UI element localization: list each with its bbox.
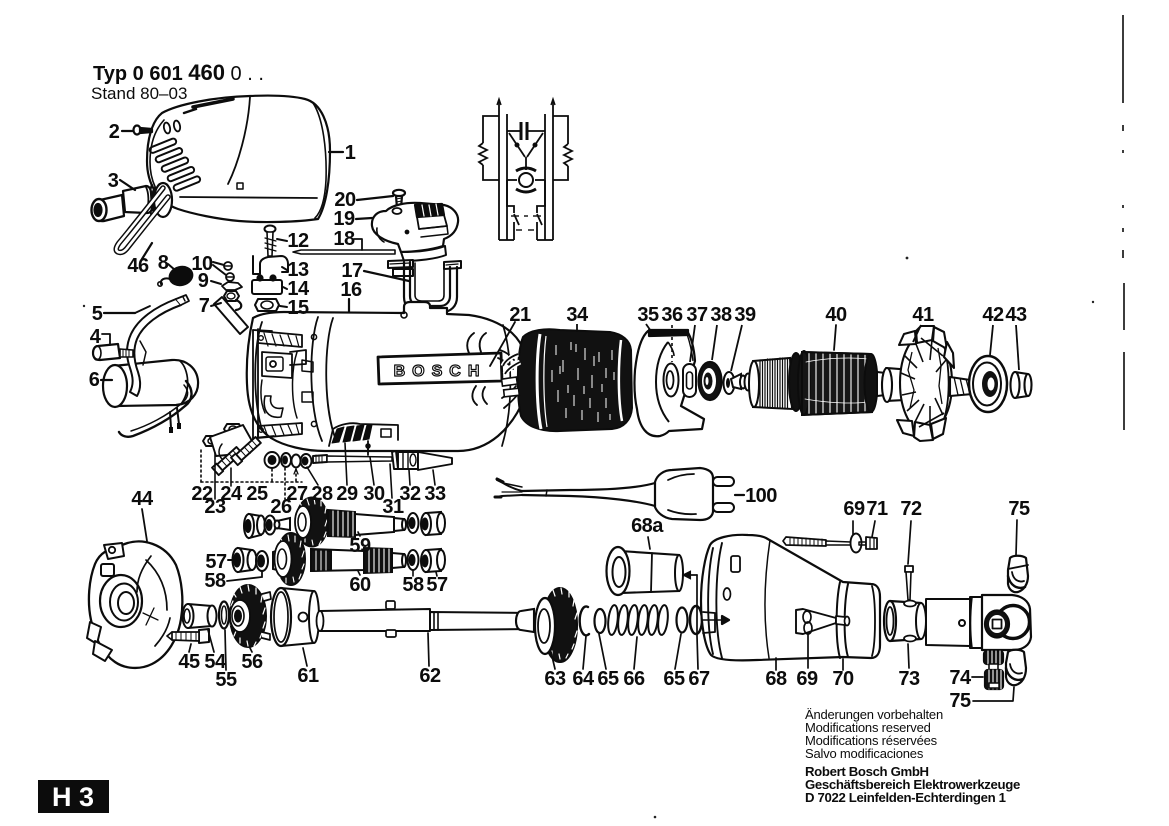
svg-text:20: 20 [334, 189, 356, 211]
svg-text:42: 42 [982, 304, 1004, 326]
svg-text:35: 35 [637, 304, 659, 326]
svg-text:61: 61 [297, 665, 319, 687]
svg-text:10: 10 [191, 253, 213, 275]
svg-text:3: 3 [108, 170, 119, 192]
svg-text:2: 2 [109, 121, 120, 143]
svg-text:31: 31 [382, 496, 404, 518]
svg-text:39: 39 [734, 304, 756, 326]
svg-text:71: 71 [866, 498, 888, 520]
svg-text:23: 23 [204, 496, 226, 518]
svg-text:17: 17 [341, 260, 363, 282]
svg-text:66: 66 [623, 668, 645, 690]
svg-text:57: 57 [426, 574, 448, 596]
svg-text:Geschäftsbereich Elektrowerkze: Geschäftsbereich Elektrowerkzeuge [805, 777, 1020, 792]
svg-text:59: 59 [349, 535, 371, 557]
svg-text:63: 63 [544, 668, 566, 690]
svg-text:75: 75 [949, 690, 971, 712]
svg-text:13: 13 [287, 259, 309, 281]
svg-text:28: 28 [311, 483, 333, 505]
svg-text:58: 58 [204, 570, 226, 592]
svg-text:57: 57 [205, 551, 227, 573]
svg-text:43: 43 [1005, 304, 1027, 326]
svg-text:Typ 0 601 460 0 . .: Typ 0 601 460 0 . . [93, 60, 264, 85]
svg-text:27: 27 [286, 483, 308, 505]
svg-text:60: 60 [349, 574, 371, 596]
svg-text:56: 56 [241, 651, 263, 673]
svg-text:4: 4 [90, 326, 102, 348]
svg-text:44: 44 [131, 488, 154, 510]
svg-text:19: 19 [333, 208, 355, 230]
svg-text:74: 74 [949, 667, 972, 689]
svg-text:29: 29 [336, 483, 358, 505]
svg-text:54: 54 [204, 651, 227, 673]
svg-text:38: 38 [710, 304, 732, 326]
svg-text:67: 67 [688, 668, 710, 690]
svg-text:69: 69 [843, 498, 865, 520]
svg-text:Änderungen vorbehalten: Änderungen vorbehalten [805, 707, 943, 722]
svg-text:32: 32 [399, 483, 421, 505]
svg-text:1: 1 [345, 142, 356, 164]
svg-text:73: 73 [898, 668, 920, 690]
svg-text:58: 58 [402, 574, 424, 596]
svg-text:Stand 80–03: Stand 80–03 [91, 84, 187, 103]
svg-text:62: 62 [419, 665, 441, 687]
svg-text:Salvo modificaciones: Salvo modificaciones [805, 746, 924, 761]
svg-text:30: 30 [363, 483, 385, 505]
svg-text:37: 37 [686, 304, 708, 326]
svg-text:40: 40 [825, 304, 847, 326]
svg-text:H 3: H 3 [52, 782, 94, 812]
svg-text:36: 36 [661, 304, 683, 326]
svg-text:72: 72 [900, 498, 922, 520]
svg-text:14: 14 [287, 278, 310, 300]
svg-text:26: 26 [270, 496, 292, 518]
svg-text:34: 34 [566, 304, 589, 326]
svg-text:25: 25 [246, 483, 268, 505]
svg-text:65: 65 [597, 668, 619, 690]
svg-text:Modifications reserved: Modifications reserved [805, 720, 931, 735]
svg-text:55: 55 [215, 669, 237, 691]
svg-text:Modifications réservées: Modifications réservées [805, 733, 938, 748]
svg-text:6: 6 [89, 369, 100, 391]
svg-text:BOSCH: BOSCH [394, 363, 487, 380]
svg-text:33: 33 [424, 483, 446, 505]
svg-text:9: 9 [198, 270, 209, 292]
svg-text:16: 16 [340, 279, 362, 301]
svg-text:D 7022 Leinfelden-Echterdingen: D 7022 Leinfelden-Echterdingen 1 [805, 790, 1006, 805]
svg-text:15: 15 [287, 297, 309, 319]
svg-text:65: 65 [663, 668, 685, 690]
svg-text:21: 21 [509, 304, 531, 326]
svg-text:7: 7 [199, 295, 210, 317]
svg-text:41: 41 [912, 304, 934, 326]
svg-text:68: 68 [765, 668, 787, 690]
svg-text:18: 18 [333, 228, 355, 250]
svg-text:12: 12 [287, 230, 309, 252]
svg-text:75: 75 [1008, 498, 1030, 520]
svg-text:64: 64 [572, 668, 595, 690]
svg-text:68a: 68a [631, 515, 664, 537]
svg-text:46: 46 [127, 255, 149, 277]
svg-text:69: 69 [796, 668, 818, 690]
svg-text:100: 100 [745, 485, 777, 507]
svg-text:24: 24 [220, 483, 243, 505]
svg-text:8: 8 [158, 252, 169, 274]
svg-text:70: 70 [832, 668, 854, 690]
svg-text:Robert Bosch GmbH: Robert Bosch GmbH [805, 764, 929, 779]
svg-text:22: 22 [191, 483, 213, 505]
svg-text:5: 5 [92, 303, 103, 325]
svg-text:45: 45 [178, 651, 200, 673]
